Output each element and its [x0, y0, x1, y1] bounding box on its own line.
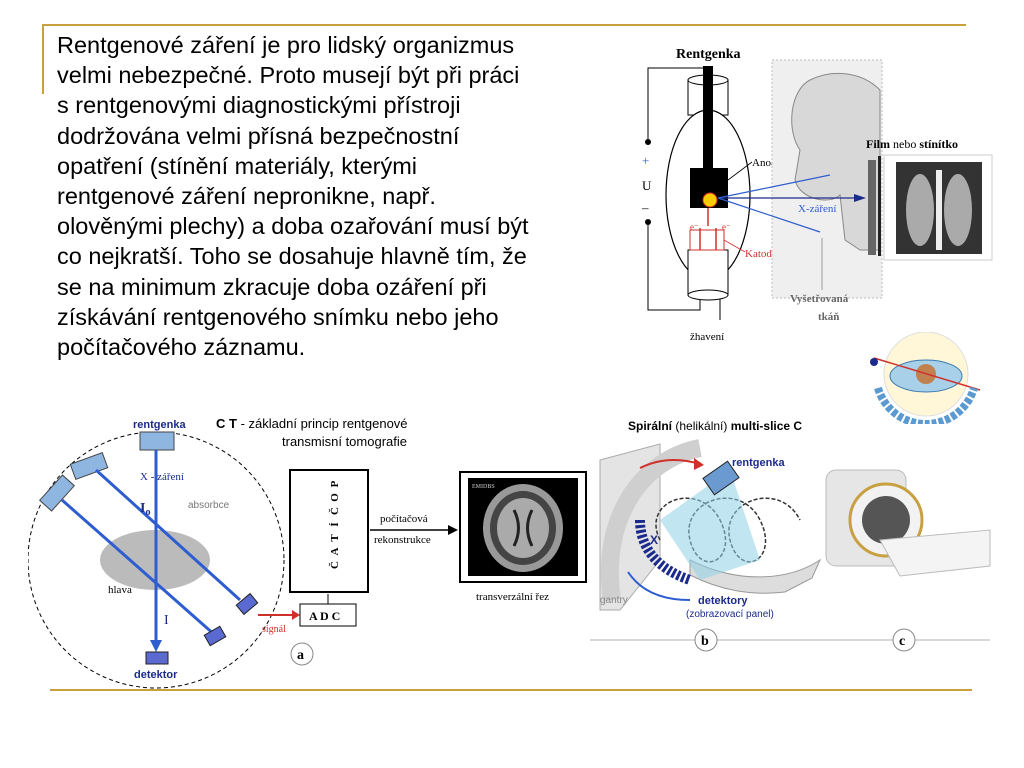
recon-label-2: rekonstrukce — [374, 534, 431, 546]
recon-label-1: počítačová — [380, 513, 428, 525]
label-c: c — [899, 634, 905, 649]
paragraph-line: se na minimum zkracuje doba ozáření při — [57, 273, 487, 300]
spiral-title: Spirální (helikální) multi-slice C — [628, 419, 802, 433]
computer-letter: Č — [328, 507, 341, 515]
paragraph-line: dodržována velmi přísná bezpečnostní — [57, 122, 460, 149]
paragraph-line: opatření (stínění materiály, kterými — [57, 152, 418, 179]
left-accent-bar — [42, 24, 44, 94]
detektor-label: detektor — [134, 669, 178, 681]
i0-label: Io — [140, 501, 150, 518]
paragraph-line: co nejkratší. Toho se dosahuje hlavně tí… — [57, 243, 527, 270]
absorbce-label: absorbce — [188, 500, 230, 511]
x-label: X — [650, 533, 658, 547]
cathode-label: Katoda — [745, 248, 777, 260]
paragraph-line: velmi nebezpečné. Proto musejí být při p… — [57, 62, 520, 89]
xray-tube-diagram: Rentgenka + U – e⁻ e⁻ Anoda Katoda žhave… — [641, 47, 993, 343]
hlava-label: hlava — [108, 584, 132, 596]
gantry-label: gantry — [600, 595, 628, 606]
electron-label: e⁻ — [690, 222, 699, 232]
adc-label: A D C — [309, 609, 340, 623]
plus-sign: + — [642, 153, 649, 168]
top-rule — [42, 24, 966, 26]
transverse-label: transverzální řez — [476, 591, 549, 603]
computer-letter: A — [329, 547, 341, 555]
computer-letter: Č — [328, 561, 341, 569]
xray-label: X-záření — [798, 203, 836, 215]
paragraph-line: získávání rentgenového snímku nebo jeho — [57, 303, 499, 330]
ct-principle-diagram: C T - základní princip rentgenové transm… — [28, 416, 458, 689]
voltage-label: U — [642, 178, 652, 193]
paragraph-line: s rentgenovými diagnostickými přístroji — [57, 92, 461, 119]
minus-sign: – — [641, 200, 649, 215]
monitor-panel: EMIDBS transverzální řez — [459, 471, 587, 603]
ct-title: C T - základní princip rentgenové — [216, 416, 408, 431]
rentgenka-label: rentgenka — [133, 419, 186, 431]
label-b: b — [701, 634, 709, 649]
tissue-label-1: Vyšetřovaná — [790, 293, 849, 305]
body-paragraph: Rentgenové záření je pro lidský organizm… — [57, 30, 637, 362]
computer-letter: T — [329, 534, 341, 542]
detektory-label: detektory — [698, 595, 748, 607]
monitor-small-text: EMIDBS — [472, 484, 495, 490]
tissue-label-2: tkáň — [818, 311, 839, 323]
ct-ring-icon — [870, 332, 981, 424]
label-a: a — [297, 648, 304, 663]
signal-label: signál — [262, 624, 286, 635]
panel-labels: a b c — [290, 628, 916, 666]
ct-title-line2: transmisní tomografie — [282, 434, 407, 449]
spiral-ct-diagram: Spirální (helikální) multi-slice C gantr… — [590, 419, 992, 641]
computer-letter: Í — [329, 522, 341, 526]
computer-letter: O — [329, 493, 341, 502]
heating-label: žhavení — [690, 331, 724, 343]
panel-label: (zobrazovací panel) — [686, 609, 774, 620]
paragraph-line: počítačového záznamu. — [57, 334, 306, 361]
xray-label-ct: X - záření — [140, 471, 184, 483]
paragraph-line: rentgenové záření nepronikne, např. — [57, 183, 436, 210]
xray-title: Rentgenka — [676, 47, 741, 62]
film-label: Film nebo stínítko — [866, 137, 958, 151]
spiral-rentgenka-label: rentgenka — [732, 457, 785, 469]
i-label: I — [164, 613, 169, 628]
computer-letter: P — [329, 480, 341, 487]
electron-label: e⁻ — [722, 222, 731, 232]
paragraph-line: Rentgenové záření je pro lidský organizm… — [57, 32, 515, 58]
paragraph-line: olověnými plechy) a doba ozařování musí … — [57, 213, 529, 240]
bottom-rule — [50, 689, 972, 691]
